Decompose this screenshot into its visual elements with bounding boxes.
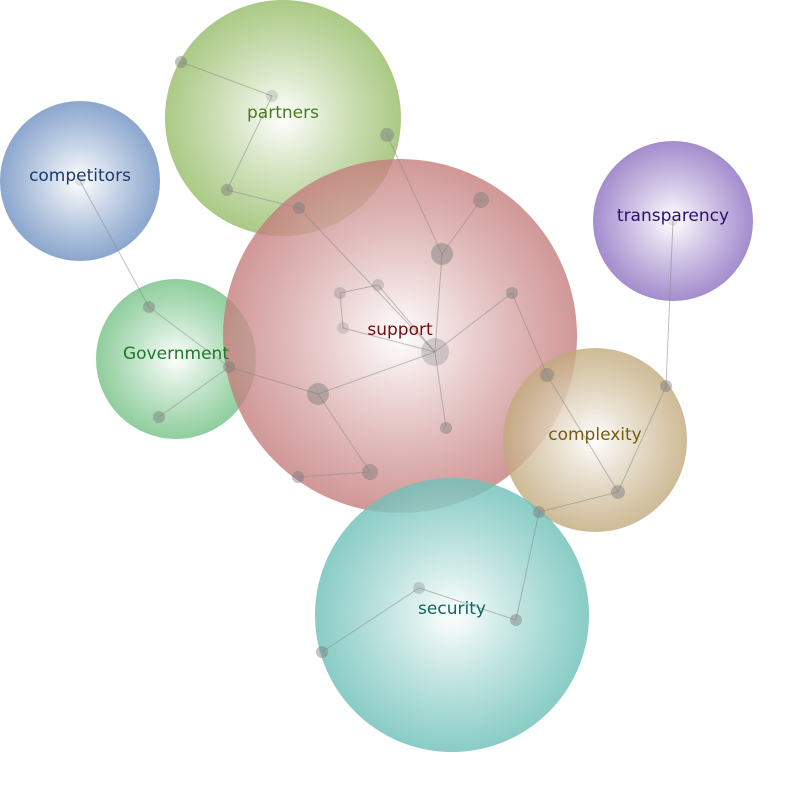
network-nodes — [75, 56, 678, 658]
edge — [79, 180, 150, 308]
edge — [386, 134, 443, 255]
edge — [546, 374, 619, 493]
node — [334, 287, 346, 299]
edge — [317, 393, 371, 473]
edge — [317, 351, 436, 395]
cluster-label-partners: partners — [247, 103, 319, 123]
node — [413, 582, 425, 594]
edge — [434, 351, 447, 429]
edge — [418, 587, 517, 621]
cluster-label-security: security — [418, 599, 486, 619]
node — [143, 301, 155, 313]
node — [372, 279, 384, 291]
node — [440, 422, 452, 434]
edge — [321, 587, 420, 653]
edge — [297, 471, 371, 478]
edge — [339, 292, 344, 329]
node — [307, 383, 329, 405]
node — [362, 464, 378, 480]
node — [293, 202, 305, 214]
node — [380, 128, 394, 142]
node — [175, 56, 187, 68]
edge — [515, 511, 540, 621]
edge — [148, 306, 230, 368]
node — [660, 380, 672, 392]
node — [292, 471, 304, 483]
edge — [339, 284, 379, 294]
cluster-label-government: Government — [123, 344, 229, 364]
edge — [377, 284, 436, 353]
node — [266, 90, 278, 102]
node — [431, 243, 453, 265]
node — [611, 485, 625, 499]
edge — [538, 491, 619, 513]
node — [421, 338, 449, 366]
network-edges — [79, 61, 674, 653]
edge — [511, 292, 548, 376]
node — [506, 287, 518, 299]
node — [221, 184, 233, 196]
node — [533, 506, 545, 518]
node — [473, 192, 489, 208]
node — [153, 411, 165, 423]
edge — [226, 189, 300, 209]
cluster-bubble-support — [223, 159, 577, 513]
node — [510, 614, 522, 626]
edge — [228, 366, 319, 395]
node — [223, 361, 235, 373]
cluster-bubble-government — [96, 279, 256, 439]
cluster-label-competitors: competitors — [29, 166, 131, 186]
edge — [342, 327, 436, 353]
edge — [298, 207, 436, 353]
cluster-bubble-security — [315, 478, 589, 752]
edge — [434, 253, 443, 353]
node — [316, 646, 328, 658]
edge — [434, 292, 513, 353]
node — [75, 176, 85, 186]
edge — [617, 385, 667, 493]
cluster-bubble-complexity — [503, 348, 687, 532]
cluster-label-complexity: complexity — [548, 425, 642, 445]
edge — [226, 95, 273, 191]
node — [540, 368, 554, 382]
cluster-label-transparency: transparency — [617, 206, 729, 226]
edge — [665, 220, 674, 387]
edge — [158, 366, 230, 418]
edge — [180, 61, 273, 97]
edge — [441, 199, 482, 255]
node — [337, 322, 349, 334]
cluster-label-support: support — [367, 320, 433, 340]
node — [668, 216, 678, 226]
